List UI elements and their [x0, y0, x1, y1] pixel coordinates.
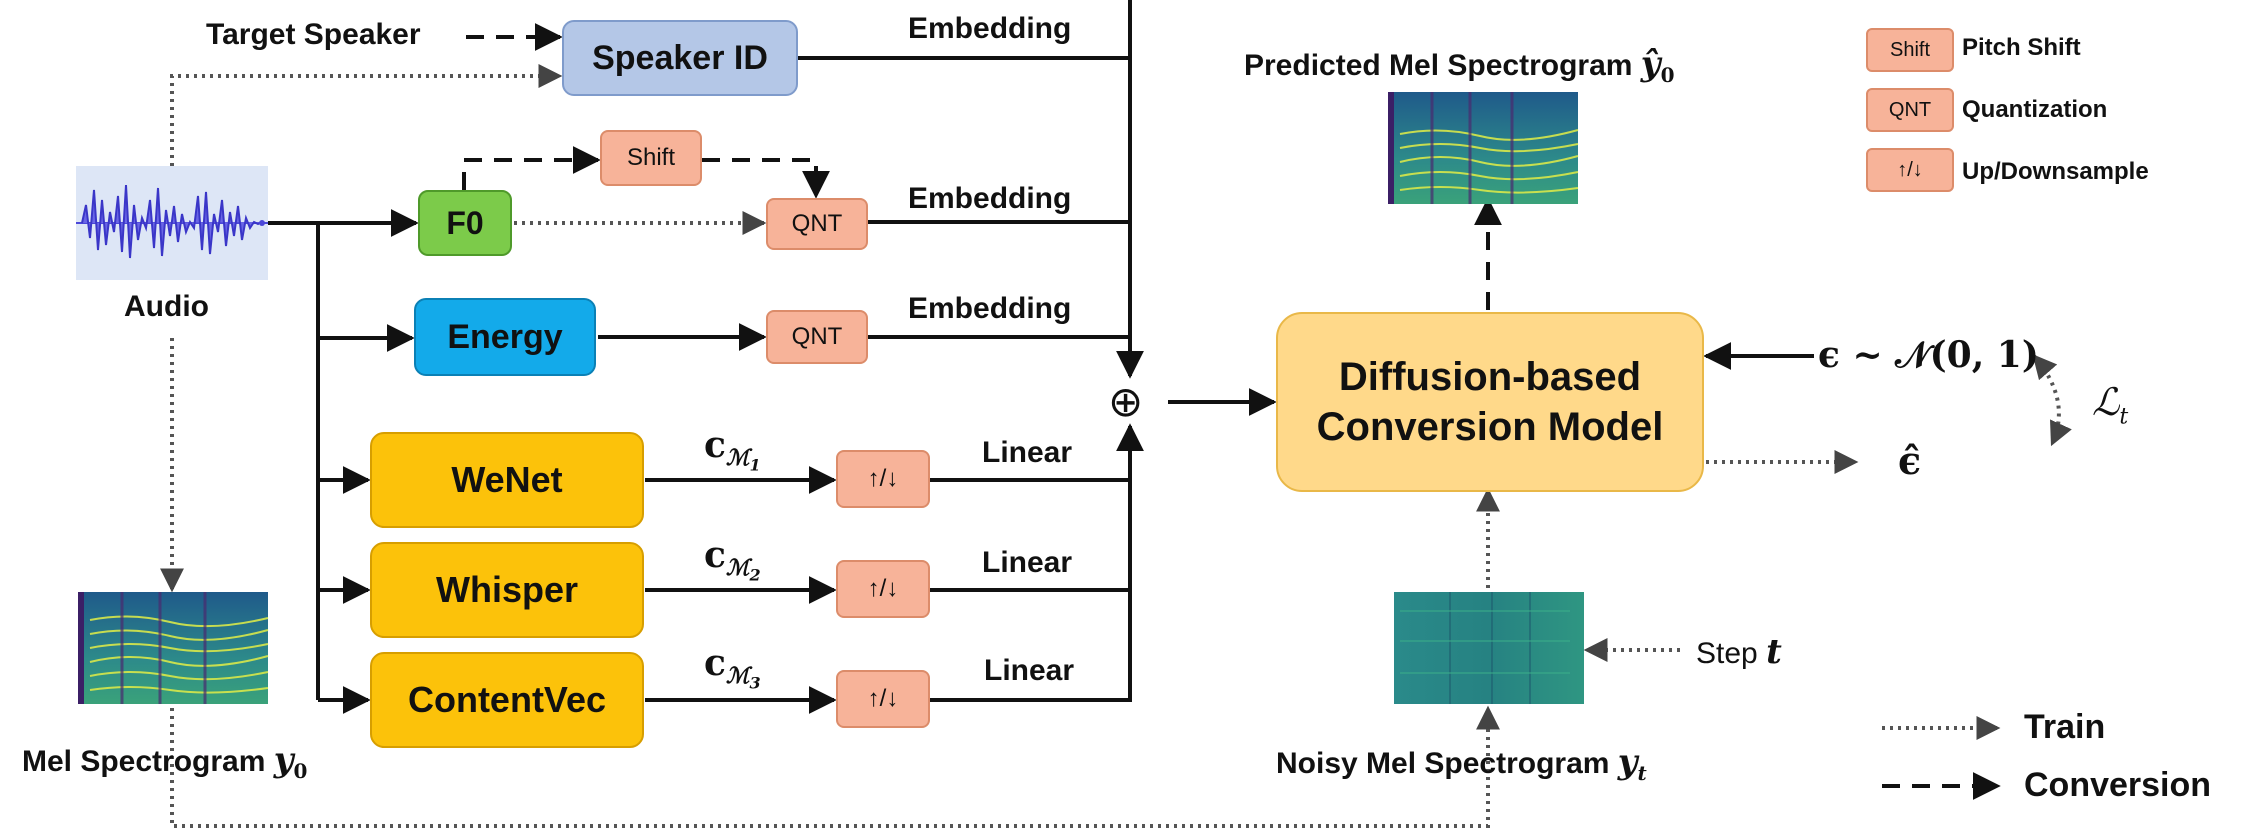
legend-train-label: Train [2024, 708, 2106, 746]
mel-symbol: y [273, 740, 294, 780]
shift-box: Shift [600, 130, 702, 186]
shift-to-qnt-arrow [702, 158, 830, 199]
wenet-linear-label: Linear [982, 436, 1073, 469]
predicted-mel-image [1388, 92, 1579, 204]
audio-waveform-image [76, 166, 268, 280]
step-label: Step t [1696, 632, 1782, 672]
updown-wenet-label: ↑/↓ [867, 465, 899, 492]
legend-qnt-tag-label: QNT [1888, 98, 1932, 121]
step-text: Step [1696, 637, 1758, 670]
legend-qnt-text: Quantization [1962, 96, 2108, 123]
speaker-embedding-label: Embedding [908, 12, 1072, 45]
contentvec-label: ContentVec [407, 679, 607, 720]
mel-spectrogram-image [78, 592, 269, 704]
noisy-mel-label: Noisy Mel Spectrogram yt [1276, 742, 1647, 785]
model-line-1: Diffusion-based [1338, 355, 1642, 399]
c-m3-index: 3 [749, 673, 761, 693]
c-m3-label: cℳ3 [704, 642, 761, 693]
diffusion-model-box: Diffusion-based Conversion Model [1276, 312, 1704, 492]
c-m1-symbol: c [704, 424, 726, 466]
qnt-f0-box: QNT [766, 198, 868, 250]
predicted-subscript: 0 [1660, 63, 1675, 87]
c-m2-symbol: c [704, 534, 726, 576]
loss-subscript: t [2119, 404, 2129, 430]
noisy-subscript: t [1637, 761, 1647, 785]
energy-box: Energy [414, 298, 596, 376]
legend-shift-text: Pitch Shift [1962, 34, 2081, 61]
mel-spectrogram-label: Mel Spectrogram y0 [22, 740, 307, 783]
audio-to-speaker-id-train-arrow [170, 64, 563, 166]
f0-embedding-label: Embedding [908, 182, 1072, 215]
c-m1-index: 1 [749, 455, 761, 475]
legend-shift-tag: Shift [1866, 28, 1954, 72]
whisper-label: Whisper [435, 569, 578, 610]
wenet-box: WeNet [370, 432, 644, 528]
predicted-mel-text: Predicted Mel Spectrogram [1244, 49, 1633, 82]
energy-embedding-label: Embedding [908, 292, 1072, 325]
legend-updown-text: Up/Downsample [1962, 158, 2149, 185]
loss-symbol: ℒ [2092, 380, 2120, 424]
c-m3-m: ℳ [725, 663, 750, 690]
energy-label: Energy [447, 317, 563, 356]
c-m1-m: ℳ [725, 445, 750, 472]
mel-spectrogram-text: Mel Spectrogram [22, 745, 266, 778]
c-m3-symbol: c [704, 642, 726, 684]
legend-qnt-tag: QNT [1866, 88, 1954, 132]
step-symbol: t [1766, 632, 1782, 672]
loss-arrow [2032, 354, 2072, 447]
updown-whisper-label: ↑/↓ [867, 575, 899, 602]
noisy-symbol: y [1617, 742, 1638, 782]
qnt-f0-label: QNT [791, 210, 843, 237]
f0-label: F0 [446, 204, 484, 241]
c-m1-label: cℳ1 [704, 424, 761, 475]
sum-symbol: ⊕ [1108, 377, 1144, 426]
updown-contentvec-label: ↑/↓ [867, 685, 899, 712]
speaker-id-box: Speaker ID [562, 20, 798, 96]
audio-label: Audio [124, 290, 209, 323]
predicted-mel-label: Predicted Mel Spectrogram ŷ0 [1244, 44, 1674, 87]
whisper-linear-label: Linear [982, 546, 1073, 579]
qnt-energy-box: QNT [766, 310, 868, 364]
legend-updown-tag-label: ↑/↓ [1897, 158, 1923, 181]
qnt-energy-label: QNT [791, 323, 843, 350]
predicted-symbol: ŷ [1640, 44, 1661, 84]
target-speaker-label: Target Speaker [206, 18, 421, 51]
updown-contentvec-box: ↑/↓ [836, 670, 930, 728]
model-line-2: Conversion Model [1316, 405, 1664, 449]
contentvec-box: ContentVec [370, 652, 644, 748]
legend-conversion-label: Conversion [2024, 766, 2212, 804]
mel-subscript: 0 [293, 759, 308, 783]
c-m2-label: cℳ2 [704, 534, 761, 585]
speaker-id-label: Speaker ID [592, 38, 768, 77]
updown-wenet-box: ↑/↓ [836, 450, 930, 508]
wenet-label: WeNet [451, 459, 563, 500]
updown-whisper-box: ↑/↓ [836, 560, 930, 618]
noisy-mel-text: Noisy Mel Spectrogram [1276, 747, 1610, 780]
whisper-box: Whisper [370, 542, 644, 638]
legend-shift-tag-label: Shift [1889, 38, 1931, 61]
legend-updown-tag: ↑/↓ [1866, 148, 1954, 192]
c-m2-index: 2 [749, 565, 761, 585]
mel-to-noisy-train-arrow [170, 705, 1500, 828]
contentvec-linear-label: Linear [984, 654, 1075, 687]
noisy-mel-image [1394, 592, 1584, 704]
f0-to-shift-arrow [462, 146, 601, 190]
c-m2-m: ℳ [725, 555, 750, 582]
f0-box: F0 [418, 190, 512, 256]
loss-label: ℒt [2092, 380, 2128, 430]
noise-expression: ϵ ~ 𝒩(0, 1) [1818, 334, 2039, 376]
epsilon-hat-label: ϵ̂ [1898, 438, 1922, 483]
audio-bus [268, 221, 320, 700]
shift-label: Shift [626, 144, 676, 171]
